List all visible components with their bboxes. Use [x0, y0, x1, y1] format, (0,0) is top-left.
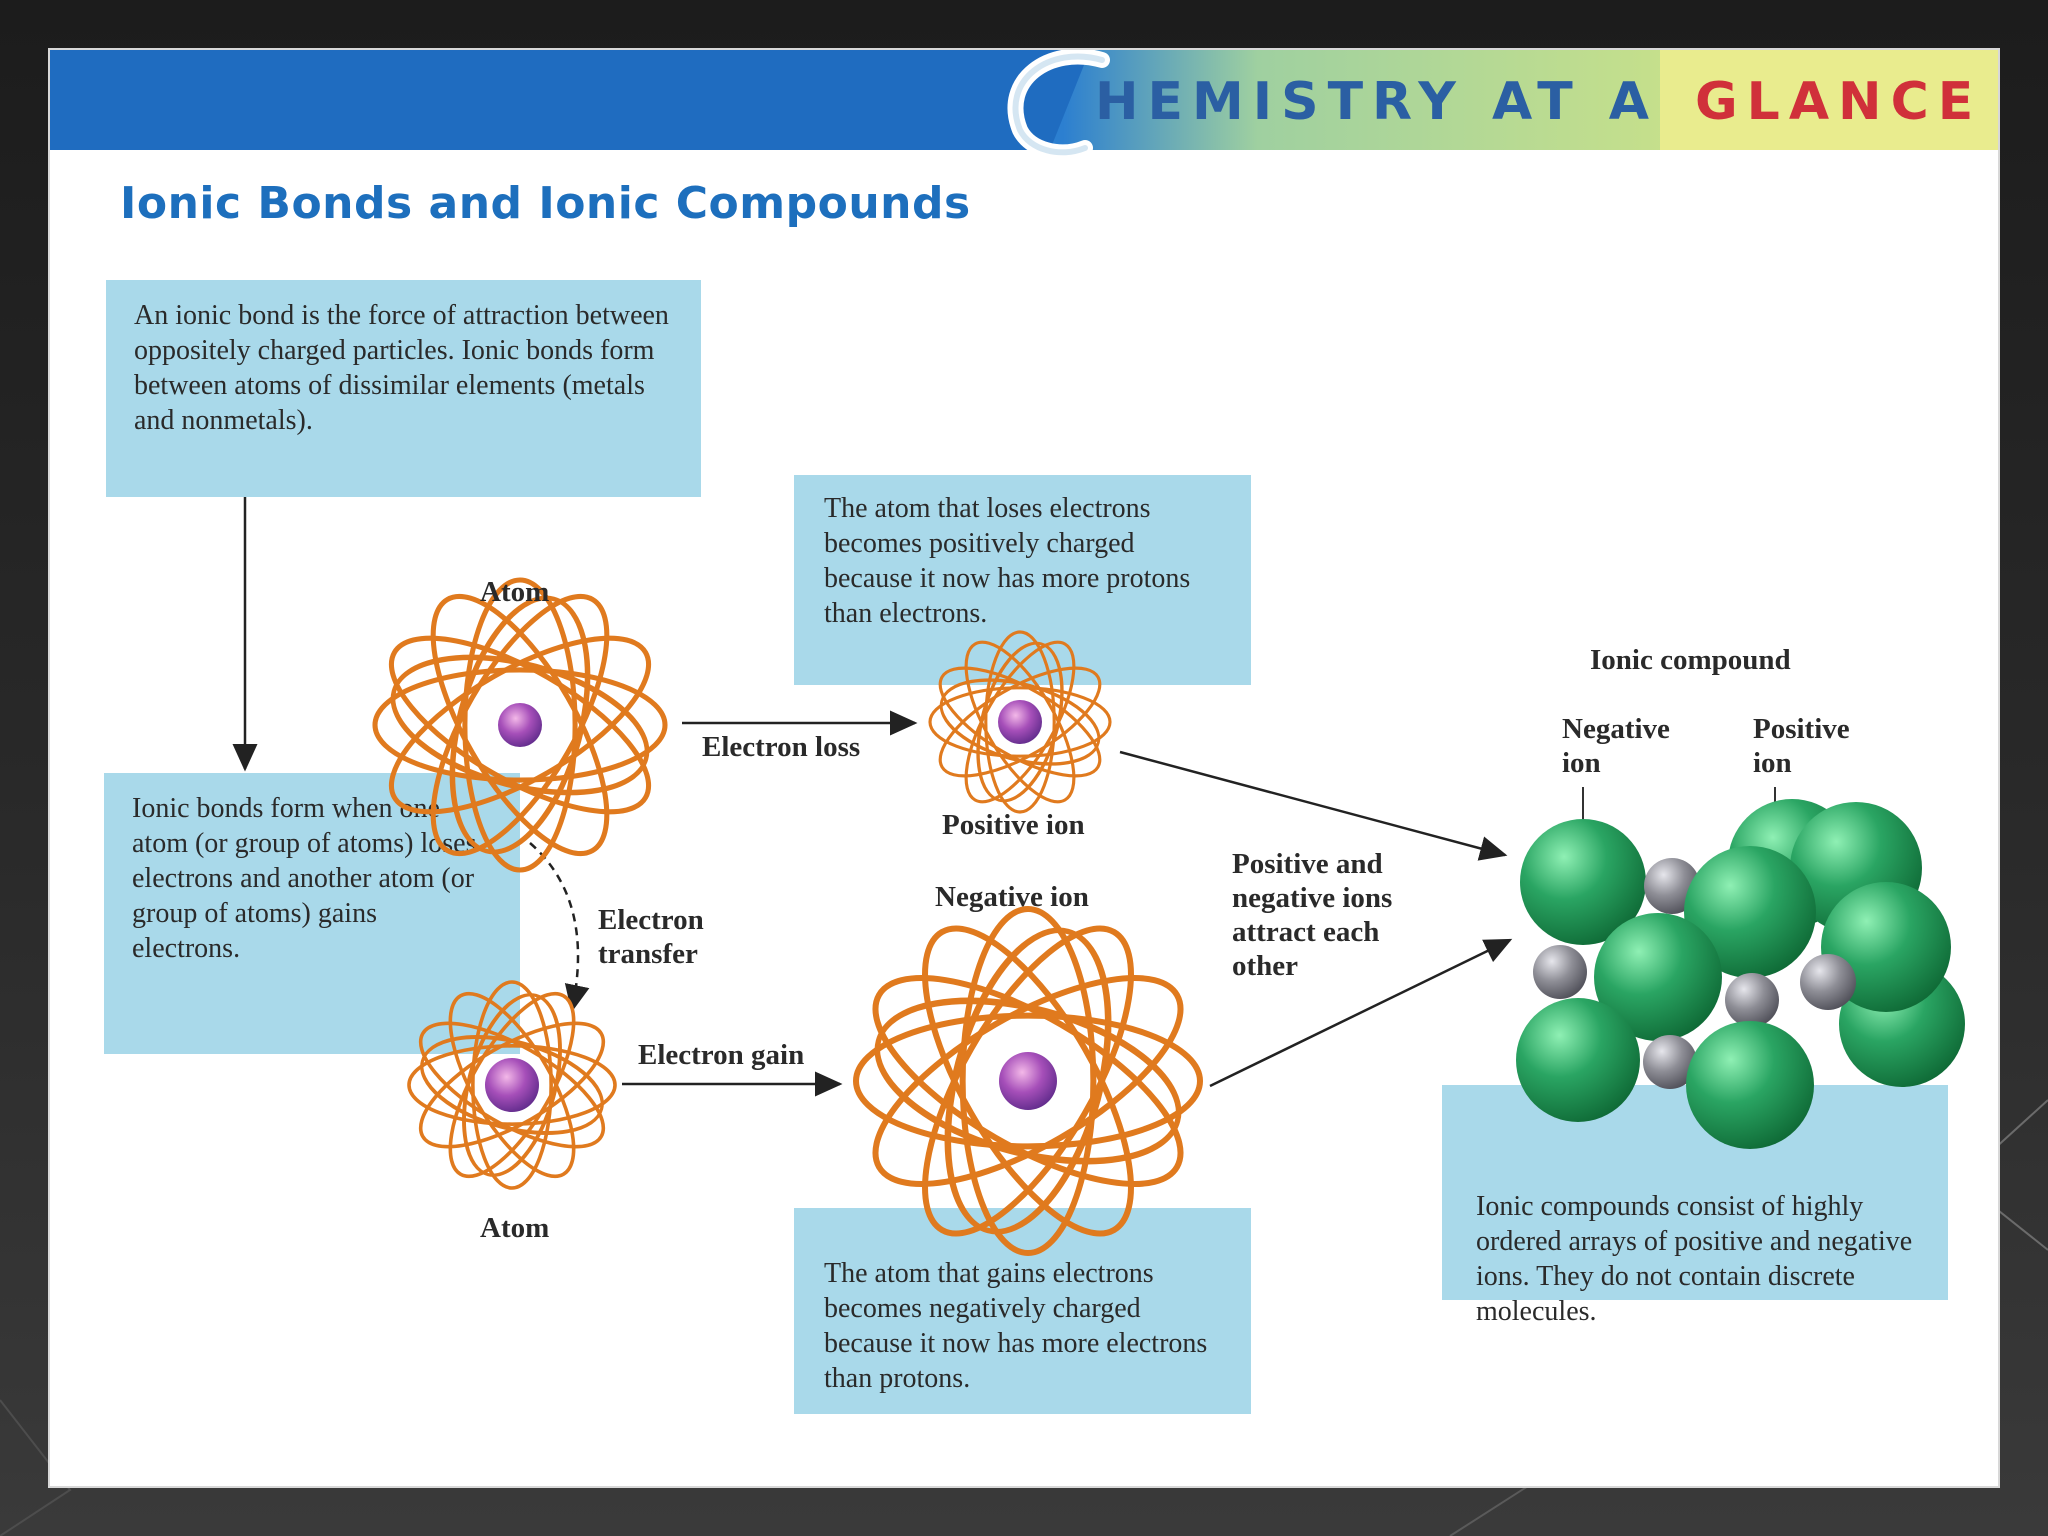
ionic-compound-label: Ionic compound	[1590, 644, 1791, 676]
atom-bottom-label: Atom	[480, 1212, 550, 1244]
positive-ion-label: Positive ion	[942, 809, 1085, 841]
ionic-compound-explanation-box: Ionic compounds consist of highly ordere…	[1442, 1085, 1948, 1327]
definition-text: An ionic bond is the force of attraction…	[134, 300, 669, 436]
negative-ion-explanation-box: The atom that gains electrons becomes ne…	[794, 1208, 1251, 1414]
chemistry-c-logo-icon	[1007, 50, 1110, 160]
electron-transfer-arrow	[529, 842, 590, 1013]
banner-word-glance: GLANCE	[1695, 72, 1983, 132]
ionic-compound-explanation-text: Ionic compounds consist of highly ordere…	[1476, 1191, 1913, 1327]
electron-transfer-label: Electron transfer	[598, 904, 704, 970]
positive-to-compound-arrow	[1119, 750, 1508, 861]
formation-text: Ionic bonds form when one atom (or group…	[132, 793, 477, 964]
negative-ion-explanation-text: The atom that gains electrons becomes ne…	[824, 1258, 1208, 1394]
lattice-negative-ion-label: Negative ion	[1562, 713, 1670, 779]
negative-to-compound-arrow	[1209, 938, 1513, 1088]
atom-top-label: Atom	[480, 576, 550, 608]
electron-gain-label: Electron gain	[638, 1039, 805, 1071]
lattice-positive-ion-label: Positive ion	[1753, 713, 1850, 779]
content-panel: HEMISTRY AT A GLANCE Ionic Bonds and Ion…	[50, 50, 1998, 1486]
positive-ion-explanation-box: The atom that loses electrons becomes po…	[794, 475, 1251, 685]
positive-ion-explanation-text: The atom that loses electrons becomes po…	[824, 493, 1191, 629]
attraction-label: Positive and negative ions attract each …	[1232, 848, 1393, 982]
negative-ion-illustration	[846, 899, 1209, 1262]
definition-box: An ionic bond is the force of attraction…	[106, 280, 701, 497]
page-title: Ionic Bonds and Ionic Compounds	[120, 178, 971, 229]
atom-top-illustration	[367, 572, 673, 878]
diagram-graphics	[232, 497, 1965, 1486]
negative-ion-label: Negative ion	[935, 881, 1089, 913]
banner-word-chemistry: HEMISTRY AT A	[1095, 72, 1659, 132]
electron-loss-label: Electron loss	[702, 731, 861, 763]
header-banner: HEMISTRY AT A GLANCE	[50, 50, 1998, 160]
positive-ion-illustration	[923, 625, 1117, 819]
atom-bottom-illustration	[401, 974, 623, 1196]
ionic-compound-lattice-illustration	[1516, 787, 1965, 1149]
